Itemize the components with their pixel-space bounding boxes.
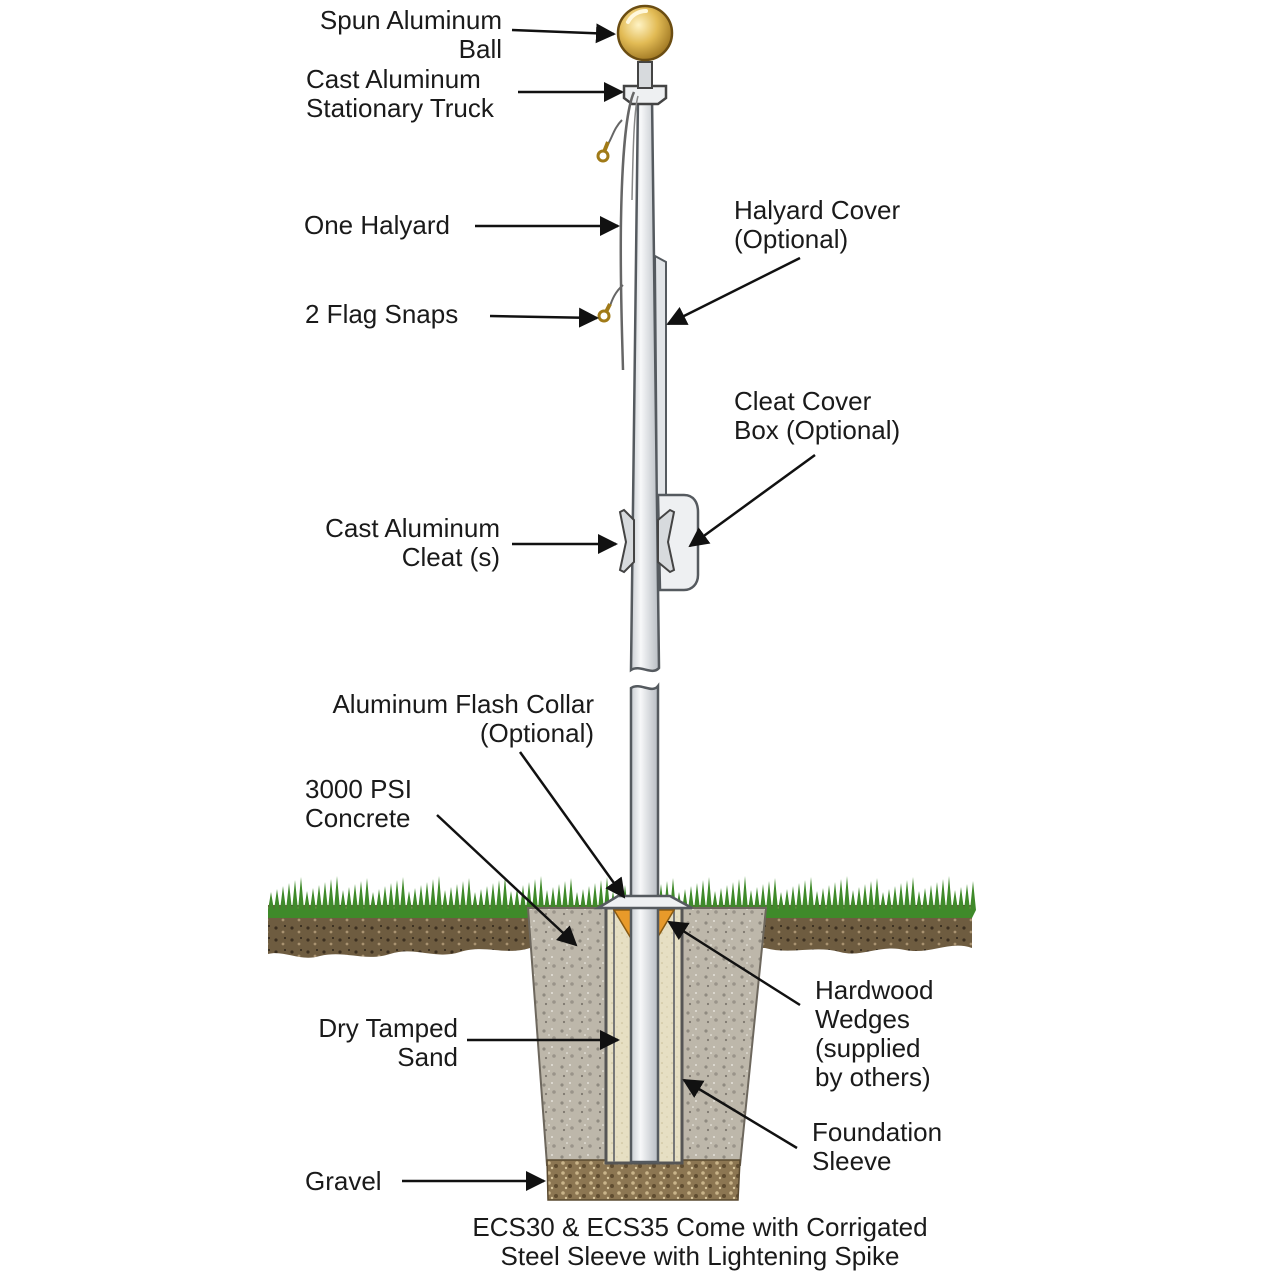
label-line: Aluminum Flash Collar [332,689,594,719]
label-line: Wedges [815,1004,910,1034]
grass-layer [268,876,976,918]
arrow-halyard-cover [666,256,801,326]
arrow-snaps [489,307,599,328]
arrow-cleat-cover [688,453,816,548]
arrow-wedges [667,920,801,1007]
caption: ECS30 & ECS35 Come with Corrigated Steel… [340,1213,1060,1271]
label-gravel: Gravel [305,1167,382,1196]
arrow-sleeve [682,1078,798,1150]
label-line: Cast Aluminum [325,513,500,543]
label-line: Hardwood [815,975,934,1005]
label-line: (Optional) [734,224,849,254]
label-line: Sand [397,1042,458,1072]
pole-upper-section [629,94,661,673]
label-halyard-cover: Halyard Cover (Optional) [734,196,900,254]
label-line: Spun Aluminum [319,5,502,35]
halyard-cover [653,254,667,499]
flag-snap-upper [596,119,623,163]
cleat-left [618,508,635,574]
label-cast-aluminum-cleat: Cast Aluminum Cleat (s) [325,514,500,572]
label-stationary-truck: Cast Aluminum Stationary Truck [306,65,494,123]
label-line: Stationary Truck [306,93,494,123]
label-line: Foundation [812,1117,943,1147]
label-line: (Optional) [479,718,594,748]
label-foundation-sleeve: Foundation Sleeve [812,1118,942,1176]
label-cleat-cover-box: Cleat Cover Box (Optional) [734,387,900,445]
label-line: Ball [458,34,502,64]
label-line: 2 Flag Snaps [305,299,459,329]
arrow-ball [511,23,616,44]
caption-line: Steel Sleeve with Lightening Spike [500,1241,900,1271]
flagpole [593,4,700,1164]
flash-collar [593,894,693,910]
label-spun-aluminum-ball: Spun Aluminum Ball [320,6,502,64]
label-line: Concrete [305,803,411,833]
halyard-rope [619,91,636,371]
label-one-halyard: One Halyard [304,211,450,240]
label-line: Gravel [305,1166,382,1196]
gravel-bed [546,1159,741,1201]
arrow-concrete [436,814,578,947]
label-line: Box (Optional) [734,415,901,445]
label-line: Cleat Cover [734,386,872,416]
caption-line: ECS30 & ECS35 Come with Corrigated [472,1212,928,1242]
label-line: Sleeve [812,1146,892,1176]
stationary-truck [622,84,668,106]
label-line: 3000 PSI [305,774,412,804]
label-hardwood-wedges: Hardwood Wedges (supplied by others) [815,976,934,1092]
leader-arrows [402,23,816,1191]
label-dry-tamped-sand: Dry Tamped Sand [318,1014,458,1072]
spun-aluminum-ball [616,4,674,62]
label-flag-snaps: 2 Flag Snaps [305,300,458,329]
label-line: One Halyard [304,210,450,240]
cleat-right [657,508,676,574]
label-line: (supplied [815,1033,921,1063]
arrow-flash-collar [518,751,626,899]
label-flash-collar: Aluminum Flash Collar (Optional) [332,690,594,748]
flag-snap-lower [597,284,624,323]
label-line: Halyard Cover [734,195,901,225]
pole-lower-section [629,682,660,1164]
label-line: Cast Aluminum [306,64,481,94]
label-concrete: 3000 PSI Concrete [305,775,412,833]
label-line: by others) [815,1062,931,1092]
label-line: Cleat (s) [401,542,500,572]
label-line: Dry Tamped [318,1013,458,1043]
